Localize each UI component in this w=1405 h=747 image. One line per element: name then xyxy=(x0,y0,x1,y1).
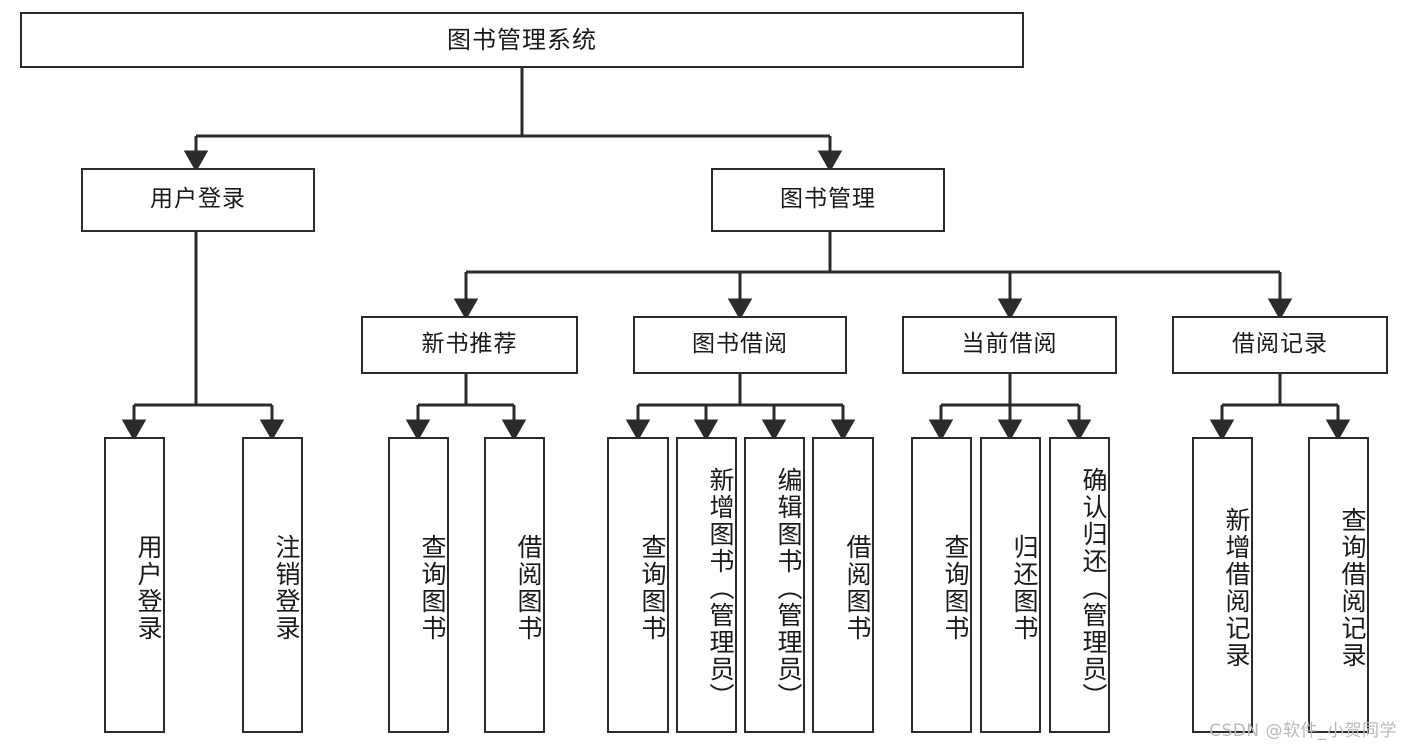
node-root-system[interactable]: 图书管理系统 xyxy=(20,12,1024,68)
leaf-current-return-book[interactable]: 归还图书 xyxy=(980,437,1041,733)
node-user-login[interactable]: 用户登录 xyxy=(81,168,315,232)
node-new-book-recommend[interactable]: 新书推荐 xyxy=(361,316,578,374)
leaf-current-query-book[interactable]: 查询图书 xyxy=(911,437,972,733)
leaf-new-books-query[interactable]: 查询图书 xyxy=(388,437,449,733)
leaf-records-query-record[interactable]: 查询借阅记录 xyxy=(1308,437,1369,733)
node-borrow-records[interactable]: 借阅记录 xyxy=(1172,316,1388,374)
leaf-borrow-add-book-admin[interactable]: 新增图书（管理员） xyxy=(676,437,737,733)
leaf-new-books-borrow[interactable]: 借阅图书 xyxy=(484,437,545,733)
leaf-user-login-logout[interactable]: 注销登录 xyxy=(242,437,303,733)
node-book-borrow[interactable]: 图书借阅 xyxy=(633,316,847,374)
leaf-records-add-record[interactable]: 新增借阅记录 xyxy=(1192,437,1253,733)
node-current-borrow[interactable]: 当前借阅 xyxy=(902,316,1117,374)
node-book-management[interactable]: 图书管理 xyxy=(711,168,945,232)
csdn-watermark: CSDN @软件_小贺同学 xyxy=(1209,721,1397,741)
leaf-borrow-edit-book-admin[interactable]: 编辑图书（管理员） xyxy=(744,437,805,733)
leaf-borrow-borrow-book[interactable]: 借阅图书 xyxy=(812,437,874,733)
leaf-borrow-query-book[interactable]: 查询图书 xyxy=(607,437,669,733)
leaf-current-confirm-return-admin[interactable]: 确认归还（管理员） xyxy=(1049,437,1110,733)
leaf-user-login-login[interactable]: 用户登录 xyxy=(104,437,165,733)
